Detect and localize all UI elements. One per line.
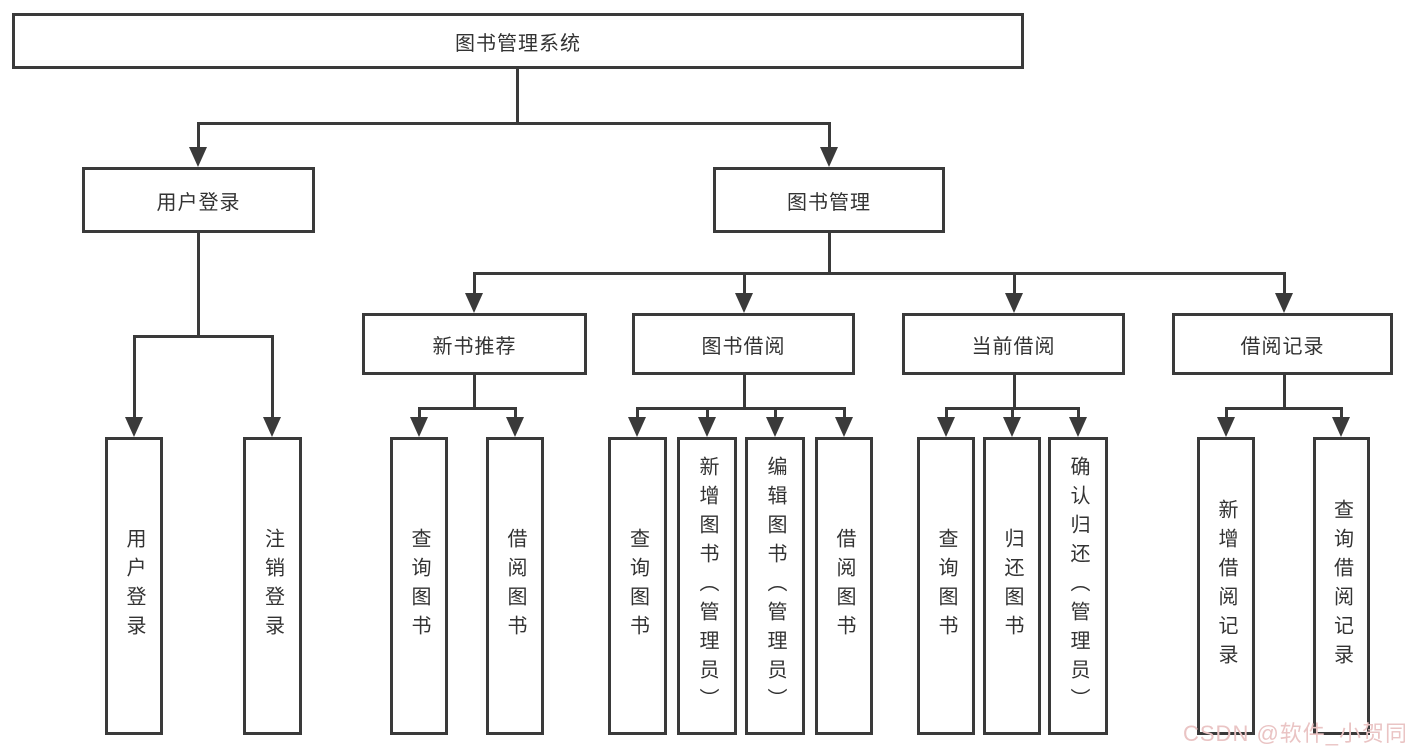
connector-new-book-stem <box>473 375 476 407</box>
leaf-label: 查询图书 <box>935 528 957 644</box>
connector-drop-leaf <box>1225 407 1228 417</box>
leaf-bb-query-books: 查询图书 <box>608 437 667 735</box>
connector-current-borrow-stem <box>1013 375 1016 407</box>
leaf-nb-borrow-books: 借阅图书 <box>486 437 544 735</box>
leaf-cb-return-books: 归还图书 <box>983 437 1041 735</box>
node-label: 新书推荐 <box>432 335 517 358</box>
leaf-cb-query-books: 查询图书 <box>917 437 975 735</box>
node-borrow-records: 借阅记录 <box>1172 313 1393 375</box>
connector-root-stem <box>516 69 519 122</box>
leaf-label: 归还图书 <box>1001 528 1023 644</box>
arrowhead-icon <box>1003 417 1021 437</box>
connector-user-login-rail <box>133 335 274 338</box>
connector-drop-leaf <box>774 407 777 417</box>
arrowhead-icon <box>410 417 428 437</box>
connector-drop-leaf <box>418 407 421 417</box>
connector-drop-leaf <box>133 335 136 417</box>
connector-drop-leaf <box>636 407 639 417</box>
arrowhead-icon <box>1275 293 1293 313</box>
leaf-label: 新增借阅记录 <box>1215 499 1237 673</box>
arrowhead-icon <box>1332 417 1350 437</box>
leaf-bb-add-books-admin: 新增图书（管理员） <box>677 437 737 735</box>
csdn-watermark: CSDN @软件_小贺同学 <box>1183 721 1405 746</box>
arrowhead-icon <box>820 147 838 167</box>
connector-borrow-records-stem <box>1283 375 1286 407</box>
arrowhead-icon <box>628 417 646 437</box>
leaf-cb-confirm-return-admin: 确认归还（管理员） <box>1048 437 1108 735</box>
arrowhead-icon <box>506 417 524 437</box>
connector-drop-current-borrow <box>1013 272 1016 293</box>
leaf-label: 编辑图书（管理员） <box>764 455 786 717</box>
arrowhead-icon <box>1069 417 1087 437</box>
arrowhead-icon <box>1217 417 1235 437</box>
leaf-label: 借阅图书 <box>504 528 526 644</box>
arrowhead-icon <box>735 293 753 313</box>
node-new-book-recommend: 新书推荐 <box>362 313 587 375</box>
arrowhead-icon <box>698 417 716 437</box>
connector-drop-book-management <box>828 122 831 147</box>
arrowhead-icon <box>766 417 784 437</box>
connector-drop-leaf <box>843 407 846 417</box>
leaf-logout: 注销登录 <box>243 437 302 735</box>
leaf-bb-borrow-books: 借阅图书 <box>815 437 873 735</box>
connector-drop-leaf <box>1077 407 1080 417</box>
leaf-label: 查询借阅记录 <box>1330 499 1353 673</box>
node-label: 用户登录 <box>156 191 241 214</box>
leaf-rec-query-borrow-record: 查询借阅记录 <box>1313 437 1370 735</box>
connector-user-login-stem <box>197 233 200 335</box>
leaf-label: 查询图书 <box>408 528 430 644</box>
node-root-library-system: 图书管理系统 <box>12 13 1024 69</box>
connector-new-book-rail <box>418 407 517 410</box>
connector-drop-leaf <box>1340 407 1343 417</box>
leaf-label: 确认归还（管理员） <box>1067 455 1089 717</box>
leaf-label: 注销登录 <box>261 528 284 644</box>
leaf-rec-add-borrow-record: 新增借阅记录 <box>1197 437 1255 735</box>
connector-book-management-stem <box>828 233 831 272</box>
leaf-user-login: 用户登录 <box>105 437 163 735</box>
node-label: 图书管理 <box>787 191 871 214</box>
connector-drop-book-borrow <box>743 272 746 293</box>
leaf-nb-query-books: 查询图书 <box>390 437 448 735</box>
connector-drop-borrow-records <box>1283 272 1286 293</box>
arrowhead-icon <box>263 417 281 437</box>
node-book-borrow: 图书借阅 <box>632 313 855 375</box>
connector-drop-leaf <box>706 407 709 417</box>
leaf-bb-edit-books-admin: 编辑图书（管理员） <box>745 437 805 735</box>
connector-drop-leaf <box>514 407 517 417</box>
connector-drop-leaf <box>945 407 948 417</box>
arrowhead-icon <box>189 147 207 167</box>
connector-drop-leaf <box>271 335 274 417</box>
node-current-borrow: 当前借阅 <box>902 313 1125 375</box>
arrowhead-icon <box>937 417 955 437</box>
node-user-login: 用户登录 <box>82 167 315 233</box>
leaf-label: 新增图书（管理员） <box>696 455 718 717</box>
connector-drop-leaf <box>1011 407 1014 417</box>
leaf-label: 查询图书 <box>626 528 649 644</box>
leaf-label: 用户登录 <box>123 528 145 644</box>
arrowhead-icon <box>125 417 143 437</box>
node-label: 图书管理系统 <box>455 32 581 55</box>
node-label: 图书借阅 <box>701 335 786 358</box>
connector-drop-user-login <box>197 122 200 147</box>
connector-borrow-records-rail <box>1225 407 1343 410</box>
arrowhead-icon <box>835 417 853 437</box>
connector-root-rail <box>197 122 831 125</box>
node-label: 借阅记录 <box>1240 335 1325 358</box>
node-label: 当前借阅 <box>971 335 1056 358</box>
leaf-label: 借阅图书 <box>833 528 855 644</box>
node-book-management: 图书管理 <box>713 167 945 233</box>
connector-drop-new-book <box>473 272 476 293</box>
connector-book-borrow-rail <box>636 407 846 410</box>
connector-book-management-rail <box>473 272 1286 275</box>
connector-book-borrow-stem <box>743 375 746 407</box>
arrowhead-icon <box>1005 293 1023 313</box>
arrowhead-icon <box>465 293 483 313</box>
